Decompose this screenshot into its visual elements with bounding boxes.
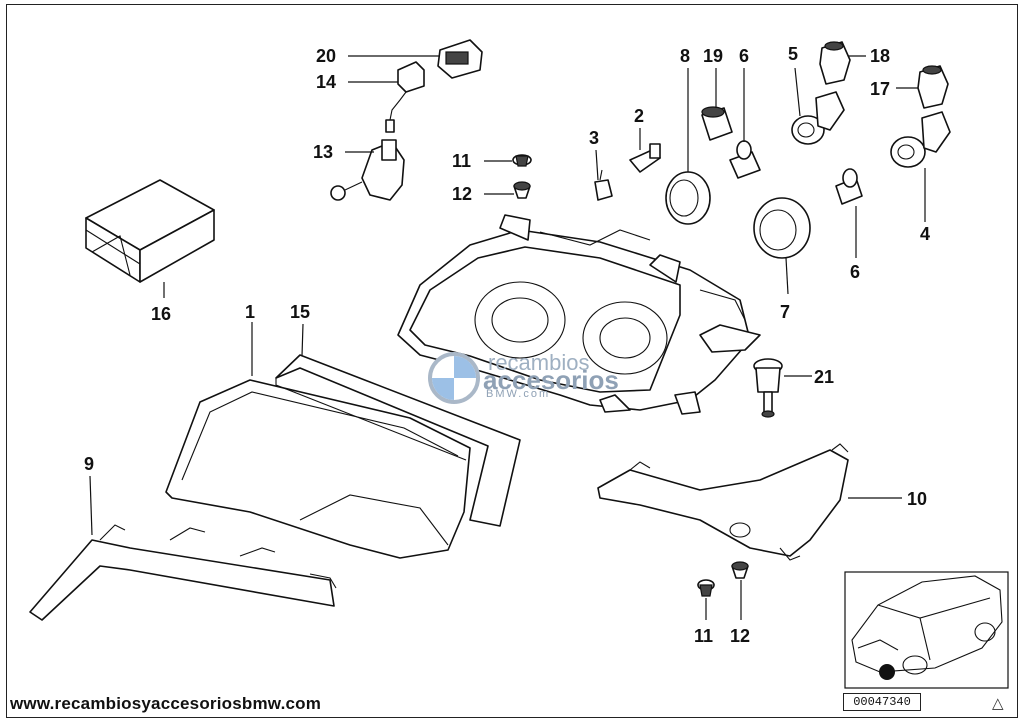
- part-13-bulb: [330, 139, 405, 201]
- part-11-clip-top: [512, 154, 532, 167]
- callout-16: 16: [151, 304, 171, 324]
- callout-9: 9: [84, 454, 94, 474]
- callout-7: 7: [780, 302, 790, 322]
- callout-3: 3: [589, 128, 599, 148]
- callout-labels: 20 14 13 11 12 3 2 8 19 6 5 18 17 4 6 7 …: [84, 44, 930, 646]
- part-7-cap: [753, 197, 811, 259]
- triangle-icon: △: [992, 694, 1004, 712]
- part-6-bulb-right: [835, 168, 863, 205]
- part-21-adjuster: [753, 358, 783, 418]
- part-14-plug: [385, 61, 425, 133]
- callout-1: 1: [245, 302, 255, 322]
- callout-2: 2: [634, 106, 644, 126]
- callout-13: 13: [313, 142, 333, 162]
- callout-4: 4: [920, 224, 930, 244]
- part-5-socket: [791, 91, 845, 145]
- part-12-clip-top: [513, 181, 531, 199]
- part-1-glass-cover: [165, 379, 471, 559]
- callout-11-bottom: 11: [694, 626, 713, 646]
- callout-6-right: 6: [850, 262, 860, 282]
- callout-21: 21: [814, 367, 834, 387]
- callout-10: 10: [907, 489, 927, 509]
- callout-12: 12: [452, 184, 472, 204]
- callout-17: 17: [870, 79, 890, 99]
- part-15-gasket: [275, 354, 521, 527]
- part-4-socket: [890, 111, 951, 168]
- part-20-connector: [437, 39, 483, 79]
- part-6-bulb-top: [729, 140, 761, 179]
- part-10-bracket: [597, 443, 849, 561]
- part-12-clip-bottom: [731, 561, 749, 579]
- callout-6-top: 6: [739, 46, 749, 66]
- headlight-housing: [397, 214, 761, 415]
- callout-11: 11: [452, 151, 471, 171]
- watermark-line1: recambios: [488, 350, 590, 375]
- callout-19: 19: [703, 46, 723, 66]
- part-18-connector: [819, 41, 851, 85]
- part-8-cap: [665, 171, 711, 225]
- watermark-line3: BMW.com: [486, 388, 551, 400]
- part-17-connector: [917, 65, 949, 109]
- diagram-frame: [6, 4, 1018, 718]
- part-3-bulb: [594, 169, 613, 201]
- part-9-trim: [29, 524, 337, 621]
- callout-15: 15: [290, 302, 310, 322]
- callout-12-bottom: 12: [730, 626, 750, 646]
- part-11-clip-bottom: [697, 579, 715, 597]
- callout-20: 20: [316, 46, 336, 66]
- highlight-dot-icon: [879, 664, 895, 680]
- leader-lines: [89, 55, 926, 620]
- callout-18: 18: [870, 46, 890, 66]
- watermark-line2: accesorios: [483, 365, 619, 395]
- callout-5: 5: [788, 44, 798, 64]
- car-location-inset: [844, 571, 1009, 689]
- website-url[interactable]: www.recambiosyaccesoriosbmw.com: [10, 694, 322, 713]
- callout-14: 14: [316, 72, 336, 92]
- part-19-cylinder: [701, 106, 733, 141]
- bmw-roundel-icon: [428, 352, 480, 404]
- part-16-box: [85, 179, 215, 283]
- part-2-holder: [629, 143, 661, 173]
- catalog-number: 00047340: [843, 693, 921, 711]
- callout-8: 8: [680, 46, 690, 66]
